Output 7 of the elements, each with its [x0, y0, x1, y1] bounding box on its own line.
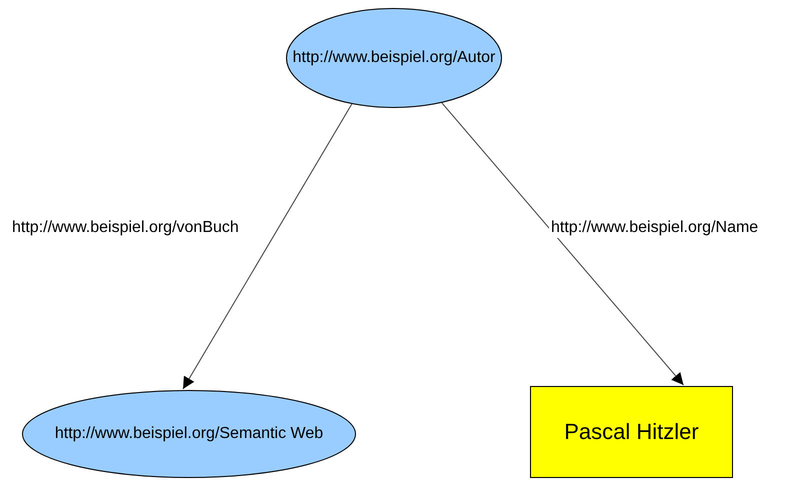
edge-label: http://www.beispiel.org/Name [549, 218, 760, 238]
node-label: http://www.beispiel.org/Semantic Web [54, 425, 324, 443]
node-label: Pascal Hitzler [564, 419, 699, 445]
arrow [441, 102, 684, 386]
arrow [182, 104, 352, 390]
edge-label: http://www.beispiel.org/vonBuch [10, 218, 241, 238]
node-label: http://www.beispiel.org/Autor [292, 49, 496, 67]
